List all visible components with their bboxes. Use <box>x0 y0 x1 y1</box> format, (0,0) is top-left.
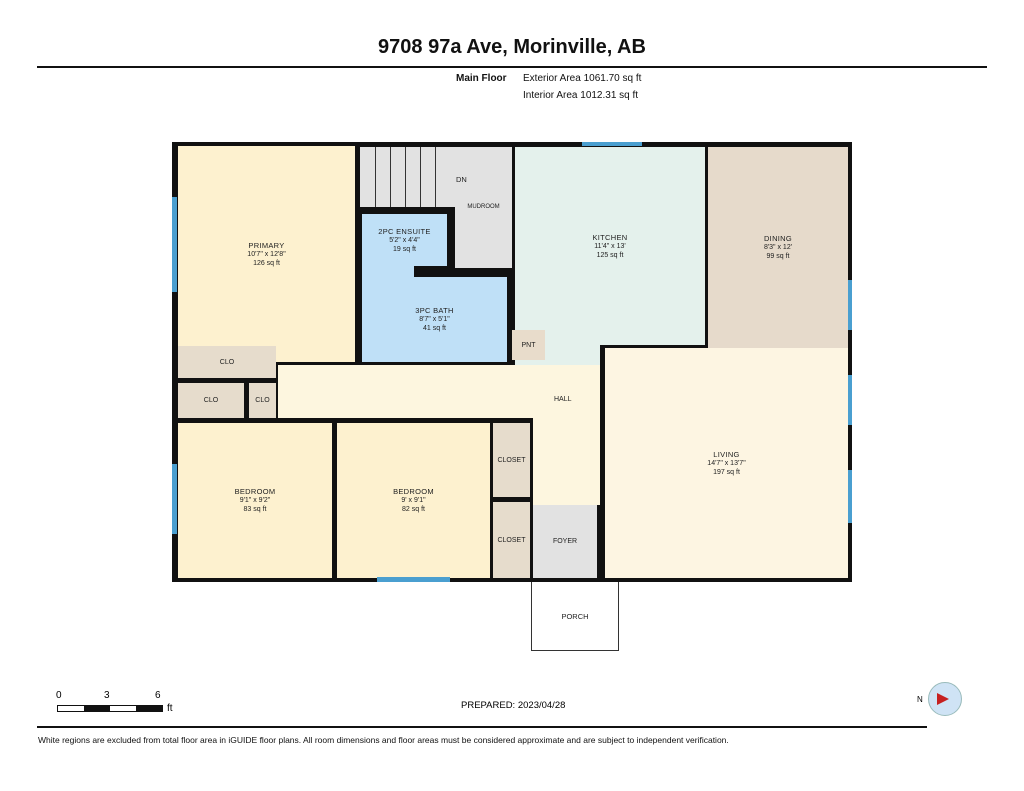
page-title: 9708 97a Ave, Morinville, AB <box>378 36 646 58</box>
exterior-area: Exterior Area 1061.70 sq ft <box>523 73 642 84</box>
room-area: 83 sq ft <box>243 506 267 513</box>
room-foyer: FOYER <box>533 505 597 578</box>
room-name: BEDROOM <box>234 487 276 496</box>
room-area: 19 sq ft <box>393 245 416 253</box>
room-mudroom: MUDROOM <box>455 147 512 268</box>
room-name: 2PC ENSUITE <box>378 226 431 236</box>
header-divider <box>37 66 987 68</box>
room-dims: 14'7" x 13'7" <box>707 459 746 467</box>
prepared-date: PREPARED: 2023/04/28 <box>461 700 566 711</box>
room-name: PRIMARY <box>248 240 285 250</box>
scale-tick-6: 6 <box>155 690 161 701</box>
hall-lower <box>533 418 600 505</box>
scale-tick-0: 0 <box>56 690 62 701</box>
room-name: CLOSET <box>497 456 526 464</box>
room-area: 197 sq ft <box>713 468 740 476</box>
closet-2: CLOSET <box>493 502 530 578</box>
room-dims: 9'1" x 9'2" <box>239 497 271 504</box>
compass-north-label: N <box>917 695 923 704</box>
scale-tick-3: 3 <box>104 690 110 701</box>
closet-1: CLOSET <box>493 423 530 497</box>
floor-label: Main Floor <box>456 73 507 84</box>
room-area: 125 sq ft <box>596 251 624 259</box>
room-dims: 8'3" x 12' <box>763 244 793 251</box>
room-name: HALL <box>554 396 572 403</box>
interior-area: Interior Area 1012.31 sq ft <box>523 90 639 101</box>
room-dims: 9' x 9'1" <box>401 497 426 504</box>
disclaimer: White regions are excluded from total fl… <box>38 735 729 745</box>
room-dims: 5'2" x 4'4" <box>389 236 420 244</box>
window <box>848 280 852 330</box>
window <box>848 470 852 523</box>
room-name: 3PC BATH <box>415 306 454 315</box>
scale-unit: ft <box>167 703 173 714</box>
room-name: KITCHEN <box>592 232 628 242</box>
room-name: LIVING <box>713 449 740 459</box>
window <box>172 464 177 534</box>
scale-bar <box>57 705 163 712</box>
room-name: CLO <box>255 397 270 404</box>
window <box>582 142 642 146</box>
room-area: 82 sq ft <box>402 506 425 513</box>
room-name: DINING <box>763 234 793 243</box>
room-name: PNT <box>521 341 536 349</box>
room-name: FOYER <box>552 538 578 545</box>
room-name: BEDROOM <box>393 487 434 496</box>
footer-divider <box>37 726 927 728</box>
room-area: 99 sq ft <box>766 253 790 260</box>
room-porch: PORCH <box>531 582 619 651</box>
room-hall: HALL <box>278 365 600 418</box>
room-dims: 8'7" x 5'1" <box>419 316 450 323</box>
window <box>377 577 450 582</box>
closet-clo-3: CLO <box>249 383 276 418</box>
room-name: CLO <box>203 397 219 404</box>
window <box>172 197 177 292</box>
stairs-down-label: DN <box>456 175 467 184</box>
closet-clo-2: CLO <box>178 383 244 418</box>
stairs <box>360 147 455 207</box>
room-dims: 11'4" x 13' <box>594 242 626 250</box>
room-name: PORCH <box>561 611 589 621</box>
closet-clo-1: CLO <box>178 346 276 378</box>
room-dims: 10'7" x 12'8" <box>247 250 286 258</box>
window <box>848 375 852 425</box>
room-area: 41 sq ft <box>423 325 446 332</box>
room-name: CLO <box>219 358 235 366</box>
room-name: MUDROOM <box>467 204 500 210</box>
compass-icon <box>928 682 962 716</box>
room-area: 126 sq ft <box>253 259 280 267</box>
room-name: CLOSET <box>497 536 526 544</box>
room-pantry: PNT <box>512 330 545 360</box>
